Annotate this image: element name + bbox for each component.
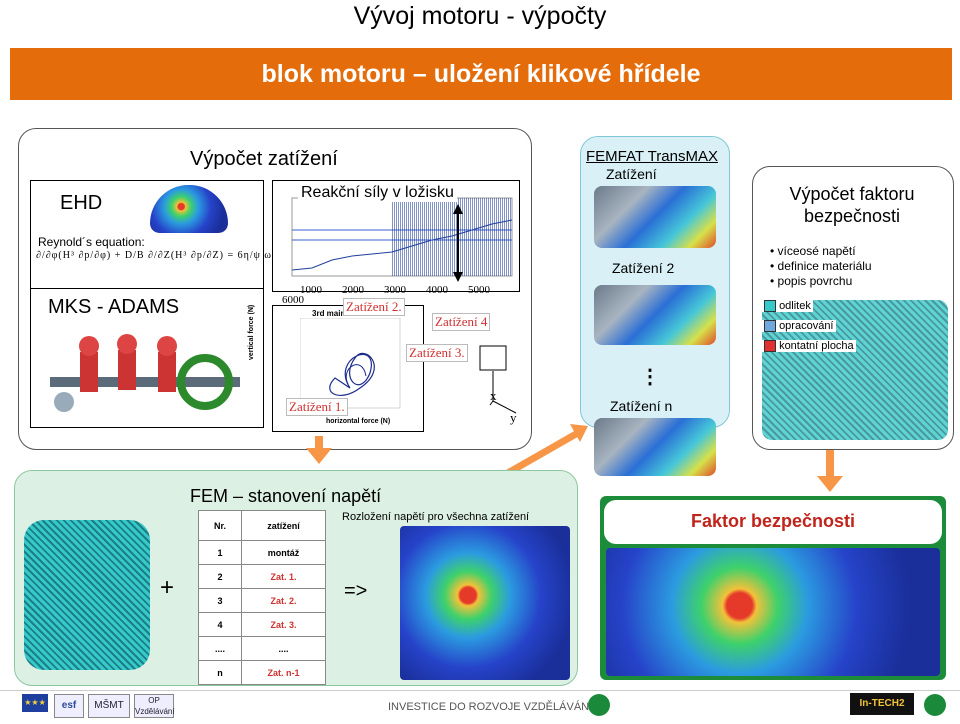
arrow-to-result-head: [817, 476, 843, 492]
fem-plus: +: [160, 574, 175, 601]
reaction-chart-title: Reakční síly v ložisku: [298, 184, 457, 202]
table-cell-nr: 2: [198, 564, 242, 589]
ehd-box: [30, 180, 264, 292]
table-cell-load: Zat. 2.: [241, 588, 326, 613]
reynolds-label: Reynold´s equation:: [38, 235, 145, 249]
arrow-to-result: [826, 446, 834, 476]
table-header-nr: Nr.: [198, 510, 242, 541]
table-cell-nr: 4: [198, 612, 242, 637]
coordinate-axes: [479, 345, 517, 414]
arrow-stem-to-fem: [315, 436, 323, 450]
safety-bullet-2-text: definice materiálu: [777, 259, 872, 273]
x-tick-5000: 5000: [468, 284, 490, 296]
table-cell-load: Zat. 3.: [241, 612, 326, 637]
femfat-load-2: Zatížení 2: [612, 260, 675, 276]
safety-calc-title-1: Výpočet faktoru: [789, 184, 915, 204]
table-cell-load: Zat. 1.: [241, 564, 326, 589]
fem-stress-image: [400, 526, 570, 680]
ehd-label: EHD: [60, 192, 103, 214]
safety-bullet-2: • definice materiálu: [770, 259, 872, 273]
polar-curve: [300, 318, 401, 409]
legend-item-machining: opracování: [762, 320, 836, 333]
esf-logo: esf: [54, 694, 84, 718]
table-header-load: zatížení: [241, 510, 326, 541]
fem-mesh-image: [24, 520, 150, 670]
x-tick-4000: 4000: [426, 284, 448, 296]
fem-heading: FEM – stanovení napětí: [190, 486, 382, 506]
mks-label: MKS - ADAMS: [48, 296, 180, 318]
safety-bullet-1: • víceosé napětí: [770, 244, 856, 258]
eu-flag-icon: ★★★: [22, 694, 48, 712]
polar-y-tick: 6000: [282, 294, 304, 306]
femfat-image-1: [594, 186, 716, 248]
page-title: Vývoj motoru - výpočty: [353, 2, 607, 30]
fem-distribution-label: Rozložení napětí pro všechna zatížení: [342, 511, 530, 523]
reaction-chart-plot: [291, 197, 513, 282]
table-cell-nr: n: [198, 660, 242, 685]
table-cell-load: ....: [241, 636, 326, 661]
crankshaft-image: [50, 334, 240, 412]
msmt-logo: MŠMT: [88, 694, 130, 718]
op-logo: OP Vzdělávání: [134, 694, 175, 718]
femfat-dots: ⋮: [640, 366, 660, 388]
load-2-label: Zatížení 2.: [343, 298, 405, 316]
safety-calc-title-2: bezpečnosti: [803, 206, 901, 226]
legend-item-casting: odlitek: [762, 300, 813, 313]
x-tick-3000: 3000: [384, 284, 406, 296]
safety-bullet-3: • popis povrchu: [770, 274, 853, 288]
legend-label-casting: odlitek: [779, 300, 811, 312]
axis-y-label: y: [510, 410, 517, 425]
legend-item-contact: kontatní plocha: [762, 340, 856, 353]
polar-ylabel: vertical force (N): [248, 304, 255, 360]
legend-label-machining: opracování: [779, 320, 834, 332]
polar-xlabel: horizontal force (N): [326, 418, 391, 425]
arrow-to-fem: [306, 448, 332, 464]
result-image: [606, 548, 940, 676]
legend-swatch-casting: [764, 300, 776, 313]
femfat-title: FEMFAT TransMAX: [586, 148, 718, 165]
legend-swatch-machining: [764, 320, 776, 333]
skoda-logo-icon: [588, 694, 610, 716]
load-4-label: Zatížení 4: [432, 313, 491, 331]
load-calc-heading: Výpočet zatížení: [190, 148, 338, 170]
table-cell-nr: 3: [198, 588, 242, 613]
section-banner: blok motoru – uložení klikové hřídele: [10, 48, 952, 100]
arrow-fem-to-femfat: [504, 424, 588, 478]
axis-x-label: x: [490, 388, 497, 403]
femfat-image-3: [594, 418, 716, 476]
intech-logo: In-TECH2: [850, 693, 914, 715]
x-tick-2000: 2000: [342, 284, 364, 296]
result-label-box: [604, 500, 942, 544]
result-label: Faktor bezpečnosti: [690, 511, 856, 531]
table-cell-load: montáž: [241, 540, 326, 565]
load-3-label: Zatížení 3.: [406, 344, 468, 362]
legend-label-contact: kontatní plocha: [779, 340, 854, 352]
x-tick-1000: 1000: [300, 284, 322, 296]
table-row: ........: [198, 636, 326, 661]
polar-annotation: 3rd main: [312, 309, 346, 318]
femfat-load: Zatížení: [606, 166, 657, 182]
table-cell-nr: 1: [198, 540, 242, 565]
femfat-image-2: [594, 285, 716, 345]
safety-bullet-1-text: víceosé napětí: [777, 244, 856, 258]
skoda-logo-right-icon: [924, 694, 946, 716]
table-cell-load: Zat. n-1: [241, 660, 326, 685]
fem-implies: =>: [344, 580, 368, 602]
footer-text: INVESTICE DO ROZVOJE VZDĚLÁVÁNÍ: [388, 701, 593, 713]
legend-swatch-contact: [764, 340, 776, 353]
femfat-load-n: Zatížení n: [610, 398, 673, 414]
table-header: Nr. zatížení: [198, 510, 326, 541]
safety-bullet-3-text: popis povrchu: [777, 274, 853, 288]
load-1-label: Zatížení 1.: [286, 398, 348, 416]
femfat-panel: [580, 136, 730, 428]
table-cell-nr: ....: [198, 636, 242, 661]
